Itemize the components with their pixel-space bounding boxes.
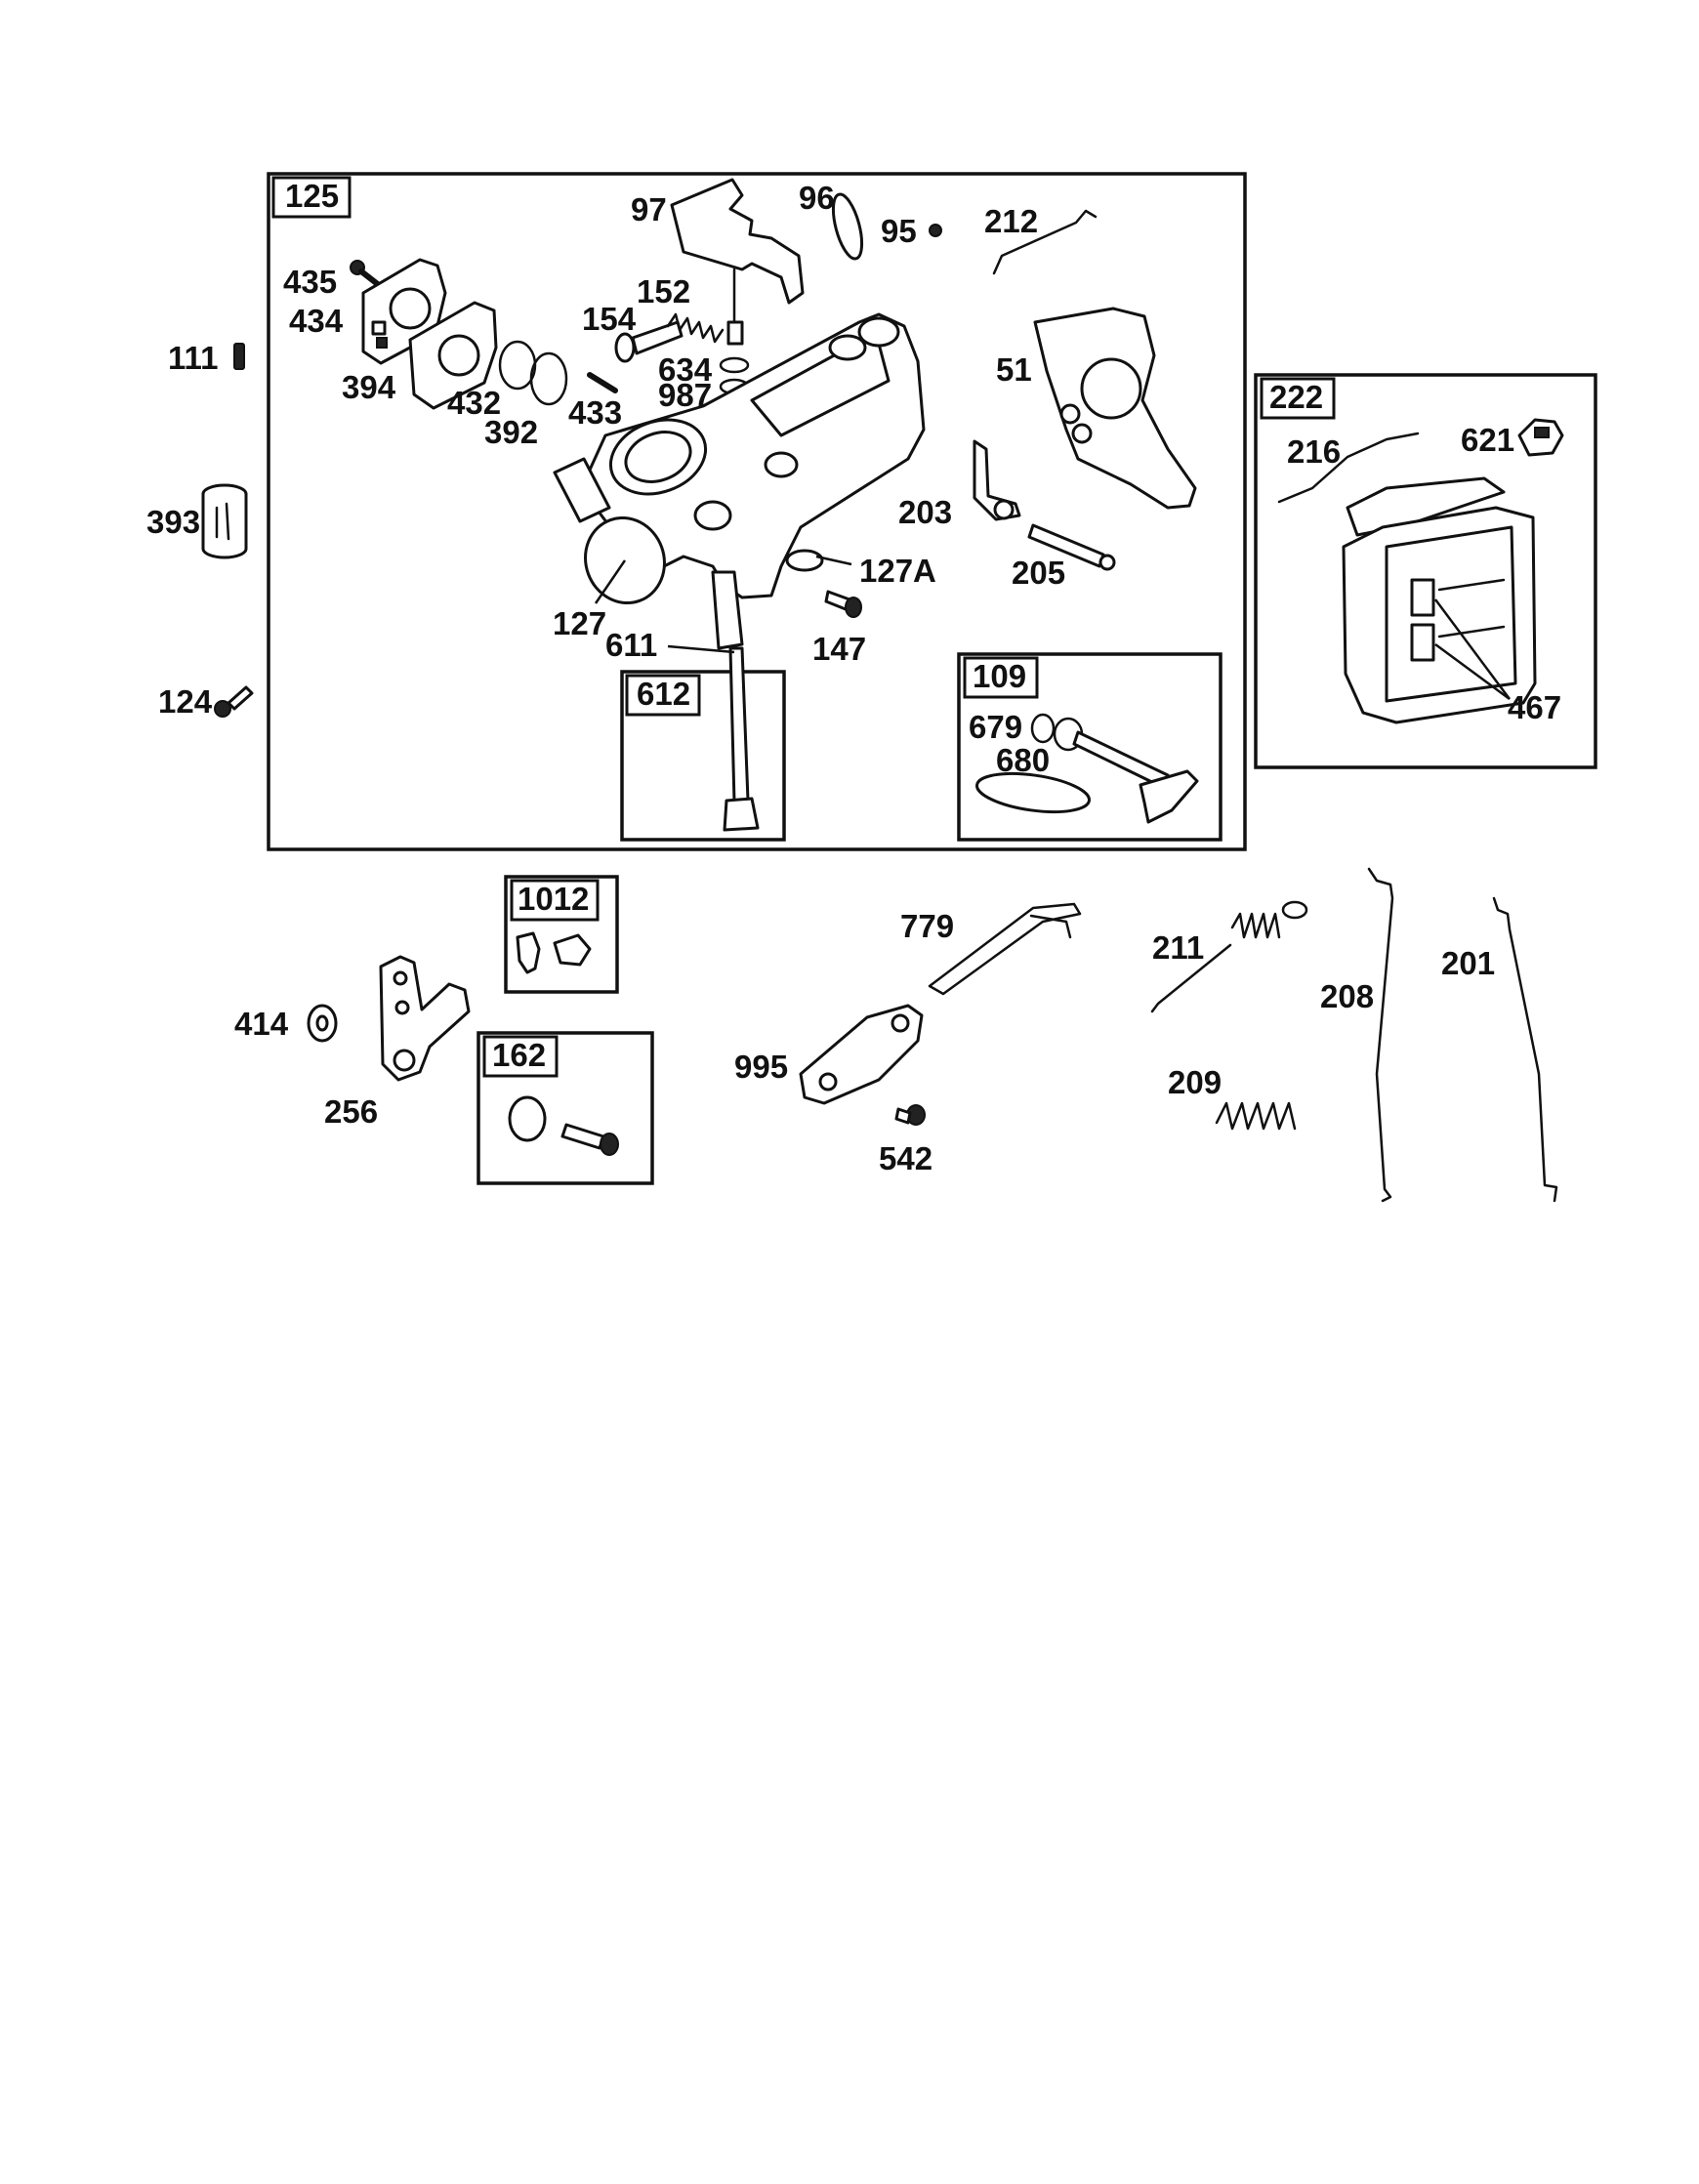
callout-211: 211 (1152, 929, 1204, 966)
part-414-washer (307, 1004, 338, 1043)
callout-147: 147 (812, 631, 866, 667)
callout-111: 111 (168, 340, 218, 376)
callout-208: 208 (1320, 978, 1374, 1014)
part-779-link (928, 902, 1082, 996)
callout-542: 542 (879, 1140, 932, 1176)
part-96-disc (831, 192, 864, 261)
frame-222 (1254, 373, 1597, 769)
callout-216: 216 (1287, 433, 1341, 470)
part-222-plate (1342, 476, 1537, 724)
part-162-kit (508, 1095, 619, 1156)
callout-127: 127 (553, 605, 606, 641)
callout-152: 152 (637, 273, 690, 309)
part-127-carburetor-body (553, 312, 926, 650)
part-152-spring (666, 312, 725, 344)
part-216-link (1277, 432, 1420, 504)
frame-1012 (504, 875, 619, 994)
callout-97: 97 (631, 191, 667, 227)
part-542-bolt (894, 1104, 926, 1126)
tag-109 (963, 656, 1039, 699)
callout-203: 203 (898, 494, 952, 530)
callout-124: 124 (158, 683, 213, 720)
callout-201: 201 (1441, 945, 1495, 981)
part-124-screw (214, 685, 254, 718)
part-611-tube (723, 646, 760, 832)
part-95-nut (929, 224, 942, 237)
part-256-lever (379, 955, 471, 1082)
part-621-clip (1517, 418, 1564, 457)
part-392-oring (529, 351, 568, 406)
leader-611 (667, 644, 735, 654)
tag-125 (271, 176, 352, 219)
box-label-125: 125 (285, 178, 339, 214)
callout-127A: 127A (859, 553, 936, 589)
box-label-162: 162 (492, 1037, 546, 1073)
frame-162 (477, 1031, 654, 1185)
callout-995: 995 (734, 1049, 788, 1085)
part-432-oring (498, 340, 537, 391)
callout-467: 467 (1508, 689, 1561, 725)
callout-433: 433 (568, 394, 622, 431)
callout-414: 414 (234, 1006, 289, 1042)
callout-154: 154 (582, 301, 637, 337)
tag-1012 (510, 879, 600, 922)
box-label-109: 109 (973, 658, 1026, 694)
callout-634: 634 (658, 351, 713, 388)
callout-96: 96 (799, 180, 835, 216)
part-201-rod (1492, 896, 1558, 1203)
callout-51: 51 (996, 351, 1032, 388)
callout-256: 256 (324, 1093, 378, 1130)
part-212-link (992, 209, 1098, 275)
callout-987: 987 (658, 377, 712, 413)
part-634-washer (719, 356, 750, 374)
part-208-rod (1367, 867, 1394, 1203)
callout-432: 432 (447, 385, 501, 421)
callout-611: 611 (605, 627, 657, 663)
leader-127A (815, 555, 852, 566)
callout-434: 434 (289, 303, 344, 339)
callout-95: 95 (881, 213, 917, 249)
tag-162 (482, 1035, 559, 1078)
frame-109 (957, 652, 1222, 842)
callout-394: 394 (342, 369, 396, 405)
frame-125 (267, 172, 1247, 851)
callout-680: 680 (996, 742, 1050, 778)
box-label-1012: 1012 (518, 881, 589, 917)
part-209-spring (1215, 1101, 1297, 1131)
frame-612 (620, 670, 786, 842)
part-97-bracket (670, 178, 805, 346)
callout-209: 209 (1168, 1064, 1222, 1100)
part-211-spring (1150, 900, 1308, 1013)
part-205-shaft (1027, 523, 1116, 571)
part-51-gasket (1033, 307, 1197, 510)
callout-205: 205 (1012, 555, 1065, 591)
callout-621: 621 (1461, 422, 1514, 458)
part-1012-kit (516, 931, 592, 974)
callout-779: 779 (900, 908, 954, 944)
leader-467-b (1434, 642, 1511, 701)
box-label-612: 612 (637, 676, 690, 712)
callout-212: 212 (984, 203, 1038, 239)
callout-435: 435 (283, 264, 337, 300)
part-435-screw (350, 260, 382, 288)
callout-393: 393 (146, 504, 200, 540)
tag-612 (625, 674, 701, 717)
box-label-222: 222 (1269, 379, 1323, 415)
part-393-cylinder (201, 483, 248, 559)
part-154-screw (614, 320, 684, 363)
part-109-choke-kit (975, 713, 1199, 824)
part-394-gasket (408, 301, 498, 410)
part-433-pin (587, 372, 618, 393)
leader-127 (594, 559, 627, 604)
part-995-bracket (799, 1004, 924, 1105)
tag-222 (1260, 377, 1336, 420)
part-147-screw (824, 590, 862, 618)
leader-467-a (1433, 598, 1512, 700)
part-111-pin (233, 343, 245, 370)
callout-392: 392 (484, 414, 538, 450)
callout-679: 679 (969, 709, 1022, 745)
part-203-lever (973, 439, 1021, 521)
